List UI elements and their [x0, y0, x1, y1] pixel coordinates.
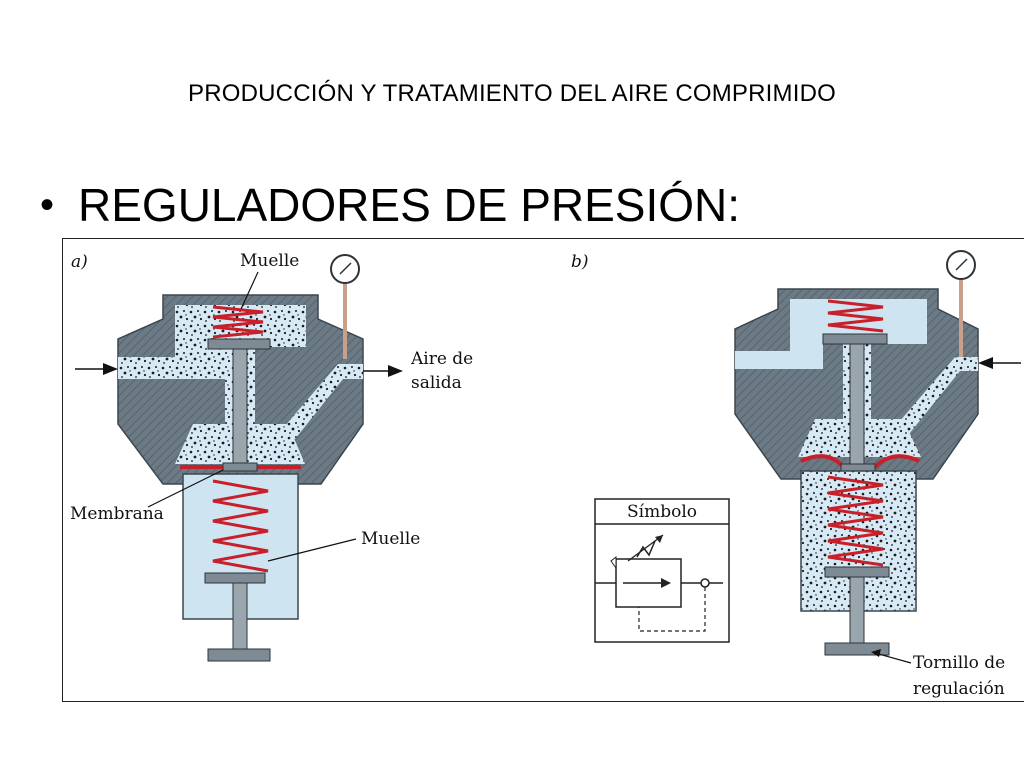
label-salida: salida [411, 373, 462, 393]
regulator-a-screw-rod [232, 582, 248, 650]
regulator-a-lower-spring [212, 479, 269, 573]
regulator-b-inlet-arrowhead [978, 357, 993, 369]
regulator-b: b) [571, 250, 1021, 699]
section-heading: REGULADORES DE PRESIÓN: [78, 179, 741, 231]
regulator-b-top-spring [827, 299, 884, 333]
panel-b-tag: b) [571, 252, 589, 272]
regulator-a-inlet-passage [118, 347, 233, 379]
label-muelle-top: Muelle [240, 251, 299, 271]
regulator-a-valve-stem [232, 348, 248, 470]
regulator-a: a) [70, 251, 473, 662]
regulator-a-inlet-arrowhead [103, 363, 118, 375]
leader-muelle-top [240, 271, 259, 310]
leader-muelle-bottom [267, 538, 357, 562]
regulator-b-lower-spring [827, 475, 884, 567]
regulator-b-right-passage [893, 357, 978, 434]
leader-membrana [147, 469, 224, 508]
regulator-figure: a) [62, 238, 1024, 702]
regulator-a-top-spring [212, 305, 264, 339]
regulator-b-valve-head [822, 333, 888, 345]
regulator-a-gauge-needle [339, 262, 352, 275]
regulator-a-upper-chamber [175, 305, 306, 347]
label-membrana: Membrana [70, 504, 164, 524]
leader-tornillo [874, 652, 912, 664]
panel-a-tag: a) [71, 252, 88, 272]
label-muelle-bottom: Muelle [361, 529, 420, 549]
regulator-diagram: a) [70, 250, 1021, 699]
label-simbolo: Símbolo [627, 502, 697, 522]
pressure-regulator-symbol: Símbolo [594, 498, 730, 643]
label-tornillo-de: Tornillo de [913, 653, 1005, 673]
regulator-a-spring-plate [204, 572, 266, 584]
bullet-heading: • REGULADORES DE PRESIÓN: [40, 178, 740, 232]
regulator-a-outlet-arrowhead [388, 365, 403, 377]
regulator-b-screw-rod [849, 576, 865, 644]
regulator-a-valve-head [207, 338, 271, 350]
label-regulacion: regulación [913, 679, 1005, 699]
regulator-b-left-passage [735, 344, 823, 369]
regulator-b-valve-stem [849, 343, 865, 465]
regulator-a-screw-knob [207, 648, 271, 662]
regulator-a-membrane-plate [222, 462, 258, 472]
bullet-marker: • [40, 182, 55, 227]
slide-title: PRODUCCIÓN Y TRATAMIENTO DEL AIRE COMPRI… [188, 80, 836, 107]
regulator-b-spring-plate [824, 566, 890, 578]
regulator-a-outlet-passage [278, 364, 363, 439]
label-aire-de: Aire de [410, 349, 473, 369]
leader-tornillo-arrowhead [871, 649, 881, 657]
regulator-b-gauge-needle [955, 258, 968, 271]
